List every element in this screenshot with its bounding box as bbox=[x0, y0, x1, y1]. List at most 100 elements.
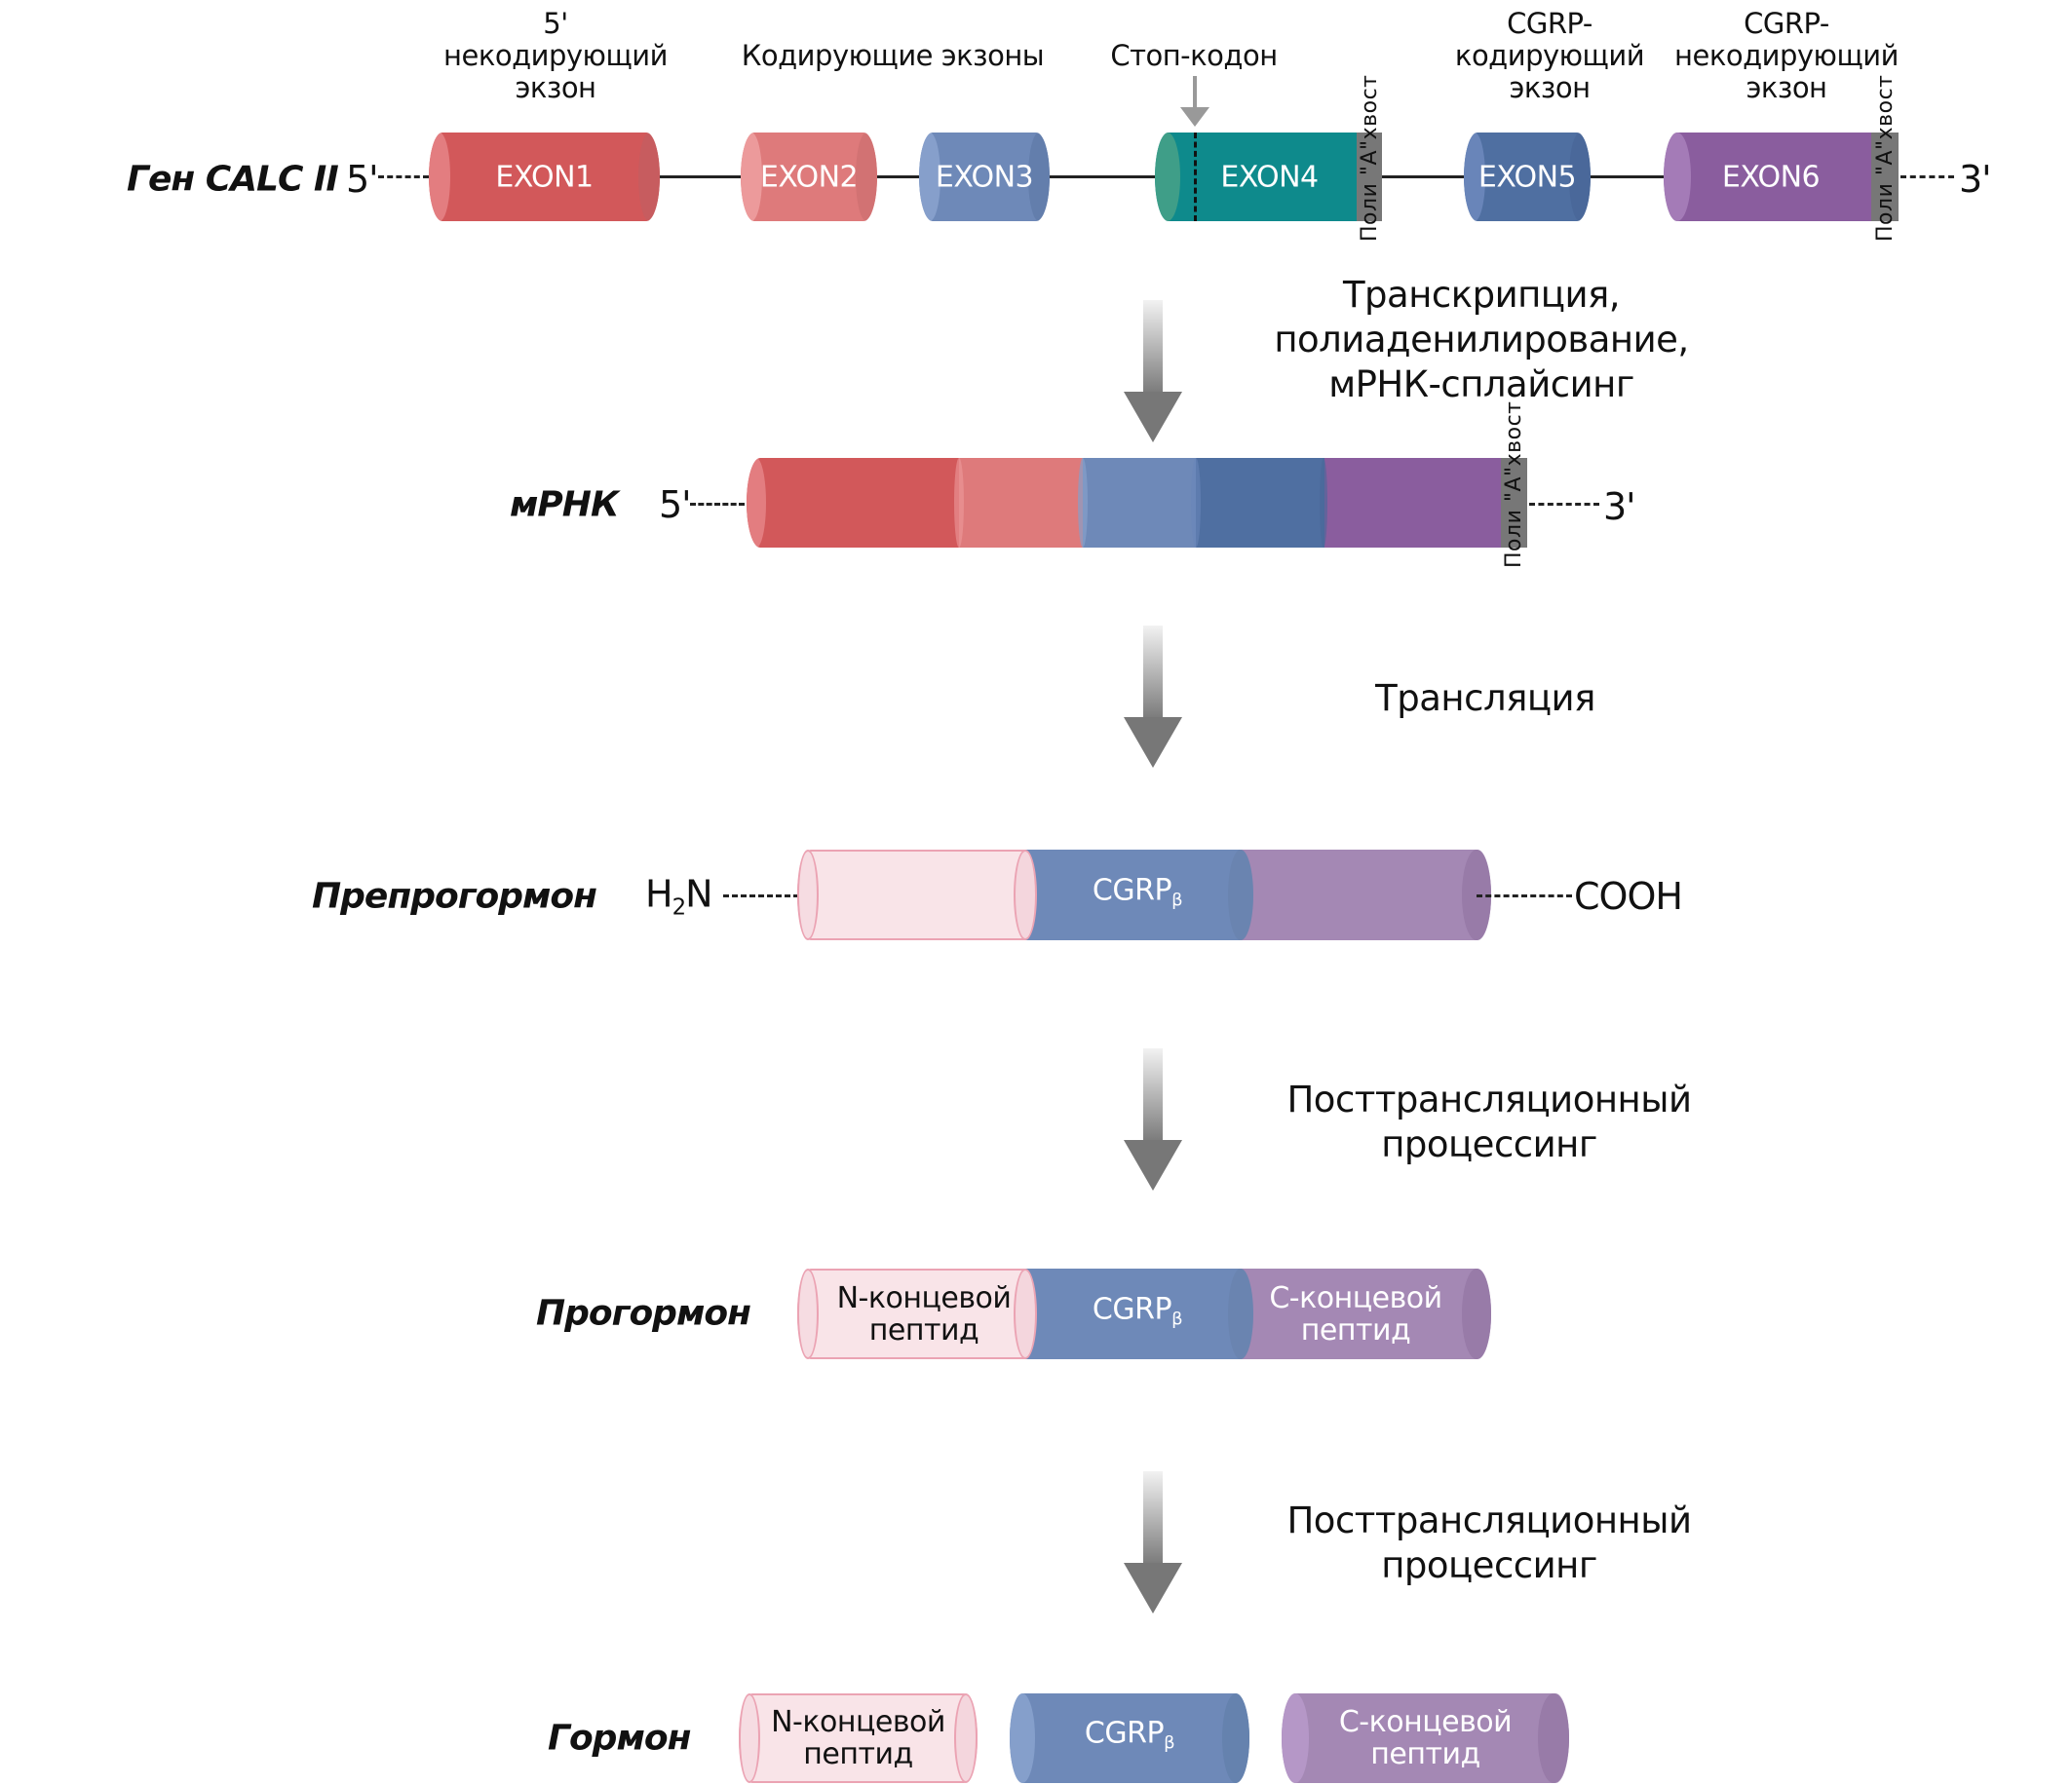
segment-start-cap bbox=[797, 1269, 819, 1359]
mrna-label: мРНК bbox=[510, 484, 619, 525]
exon-start-cap bbox=[1664, 133, 1691, 221]
cgrp-subscript: β bbox=[1171, 1309, 1183, 1330]
exon-4-poly-a-label: Поли "А"хвост bbox=[1358, 74, 1382, 243]
prohormone-n-peptide: N-концевой пептид bbox=[797, 1269, 1035, 1359]
exon-start-cap bbox=[429, 133, 450, 221]
annotation-line: некодирующий bbox=[1674, 39, 1899, 72]
gene-five-prime: 5' bbox=[346, 158, 379, 201]
label-line: С-концевой bbox=[1338, 1705, 1513, 1739]
segment-start-cap bbox=[797, 850, 819, 940]
exon-4: EXON4 bbox=[1155, 133, 1364, 221]
exon-start-cap bbox=[919, 133, 940, 221]
annotation-coding-exons: Кодирующие экзоны bbox=[741, 39, 1045, 72]
n-terminus-dash bbox=[723, 894, 799, 897]
hormone-n-peptide: N-концевой пептид bbox=[739, 1693, 978, 1783]
segment-start-cap bbox=[1014, 850, 1037, 940]
preprohormone-signal-segment bbox=[797, 850, 1035, 940]
segment-end-cap bbox=[954, 1693, 978, 1783]
mrna-five-prime: 5' bbox=[659, 483, 692, 526]
annotation-line: экзон bbox=[515, 71, 596, 104]
label-line: пептид bbox=[1370, 1737, 1480, 1771]
mrna-segment-exon2 bbox=[959, 458, 1083, 548]
exon-4-poly-a-tail bbox=[1357, 133, 1382, 221]
n-terminus-n: N bbox=[685, 872, 712, 916]
step-line: мРНК-сплайсинг bbox=[1328, 363, 1634, 405]
mrna-divider bbox=[1191, 458, 1201, 548]
annotation-line: некодирующий bbox=[443, 39, 668, 72]
preprohormone-c-segment bbox=[1228, 850, 1491, 940]
label-line: N-концевой bbox=[836, 1280, 1012, 1315]
step-line: процессинг bbox=[1381, 1123, 1597, 1165]
annotation-line: CGRP- bbox=[1507, 7, 1592, 40]
label-line: пептид bbox=[1300, 1312, 1411, 1348]
cgrp-label: CGRPβ bbox=[1025, 1293, 1249, 1335]
exon-label: EXON3 bbox=[935, 160, 1034, 194]
annotation-line: CGRP- bbox=[1744, 7, 1829, 40]
segment-start-cap bbox=[1010, 1693, 1035, 1783]
mrna-three-prime-dash bbox=[1529, 503, 1599, 506]
c-peptide-label: С-концевой пептид bbox=[1282, 1706, 1569, 1770]
gene-five-prime-dash bbox=[378, 175, 429, 178]
annotation-cgrp-noncoding-exon: CGRP- некодирующий экзон bbox=[1674, 8, 1899, 104]
segment-start-cap bbox=[1282, 1693, 1309, 1783]
c-terminus: COOH bbox=[1574, 875, 1683, 918]
label-line: пептид bbox=[868, 1312, 979, 1348]
step-line: Посттрансляционный bbox=[1286, 1079, 1692, 1120]
mrna-strand bbox=[747, 458, 1503, 548]
segment-end-cap bbox=[1222, 1693, 1249, 1783]
step-line: полиаденилирование, bbox=[1274, 319, 1689, 361]
step-post-translational-2: Посттрансляционный процессинг bbox=[1286, 1499, 1692, 1588]
exon-6: EXON6 bbox=[1664, 133, 1878, 221]
segment-end-cap bbox=[1538, 1693, 1569, 1783]
cgrp-label: CGRPβ bbox=[1025, 874, 1249, 916]
process-arrow-icon bbox=[1124, 1048, 1182, 1191]
exon-end-cap bbox=[1569, 133, 1591, 221]
mrna-poly-a-label: Поли "А"хвост bbox=[1502, 400, 1526, 569]
exon-end-cap bbox=[638, 133, 660, 221]
exon-label: EXON5 bbox=[1477, 160, 1577, 194]
cgrp-subscript: β bbox=[1171, 890, 1183, 911]
step-line: Транскрипция, bbox=[1342, 274, 1621, 316]
stop-codon-arrow-icon bbox=[1180, 76, 1209, 130]
n-peptide-label: N-концевой пептид bbox=[799, 1282, 1035, 1347]
label-line: пептид bbox=[803, 1737, 913, 1771]
mrna-segment-exon1 bbox=[747, 458, 959, 548]
stop-codon-dashed-line bbox=[1194, 133, 1197, 221]
n-terminus: H2N bbox=[645, 872, 713, 921]
c-peptide-label: С-концевой пептид bbox=[1240, 1282, 1491, 1347]
exon-label: EXON4 bbox=[1220, 160, 1319, 194]
annotation-line: кодирующий bbox=[1454, 39, 1645, 72]
n-peptide-label: N-концевой пептид bbox=[741, 1706, 976, 1770]
cgrp-text: CGRP bbox=[1092, 872, 1172, 907]
exon-5: EXON5 bbox=[1464, 133, 1591, 221]
exon-start-cap bbox=[1464, 133, 1485, 221]
exon-3: EXON3 bbox=[919, 133, 1050, 221]
step-post-translational-1: Посттрансляционный процессинг bbox=[1286, 1078, 1692, 1167]
exon-start-cap bbox=[741, 133, 762, 221]
exon-end-cap bbox=[856, 133, 877, 221]
annotation-cgrp-coding-exon: CGRP- кодирующий экзон bbox=[1454, 7, 1645, 104]
segment-end-cap bbox=[1462, 1269, 1491, 1359]
prohormone-cgrp: CGRPβ bbox=[1014, 1269, 1249, 1359]
exon-1: EXON1 bbox=[429, 133, 660, 221]
mrna-segment-exon6 bbox=[1324, 458, 1503, 548]
mrna-divider bbox=[954, 458, 964, 548]
intron-line-1 bbox=[660, 175, 741, 178]
prohormone-c-peptide: С-концевой пептид bbox=[1228, 1269, 1491, 1359]
preprohormone-cgrp-segment: CGRPβ bbox=[1014, 850, 1249, 940]
c-terminus-dash bbox=[1477, 894, 1572, 897]
label-line: С-концевой bbox=[1269, 1280, 1442, 1315]
process-arrow-icon bbox=[1124, 300, 1182, 442]
exon-label: EXON6 bbox=[1721, 160, 1821, 194]
step-transcription: Транскрипция, полиаденилирование, мРНК-с… bbox=[1274, 273, 1689, 407]
cgrp-subscript: β bbox=[1164, 1732, 1175, 1754]
annotation-line: Стоп-кодон bbox=[1110, 39, 1278, 72]
annotation-line: экзон bbox=[1746, 71, 1827, 104]
mrna-segment-exon5 bbox=[1196, 458, 1324, 548]
hormone-label: Гормон bbox=[548, 1718, 691, 1759]
annotation-line: Кодирующие экзоны bbox=[741, 39, 1045, 72]
n-terminus-h: H bbox=[645, 872, 673, 916]
step-translation: Трансляция bbox=[1375, 676, 1595, 721]
hormone-c-peptide: С-концевой пептид bbox=[1282, 1693, 1569, 1783]
mrna-start-cap bbox=[747, 458, 766, 548]
